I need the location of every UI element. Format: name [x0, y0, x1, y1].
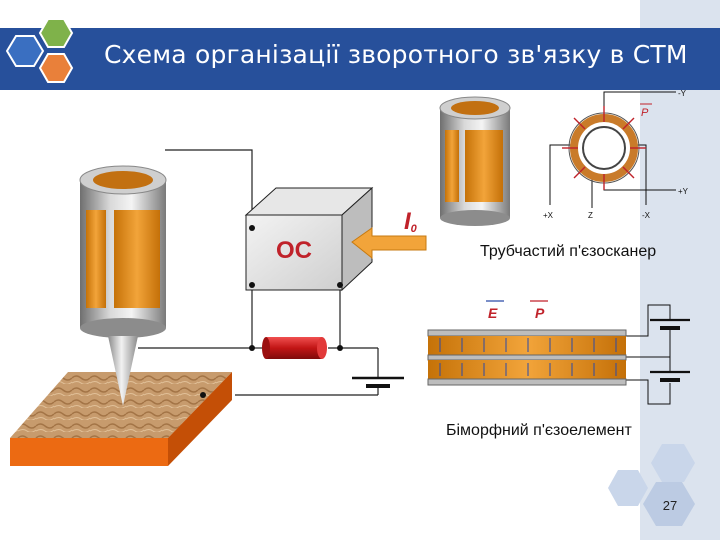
- feedback-box: ОС: [244, 186, 374, 292]
- current-label: I0: [404, 208, 418, 235]
- bimorph-element: E P: [427, 300, 690, 405]
- feedback-box-label: ОС: [276, 237, 312, 264]
- slide-title: Схема організації зворотного зв'язку в С…: [104, 40, 688, 69]
- tube-cross-section: -Y +Y +X Z -X P: [543, 89, 689, 220]
- axis-minus-x: -X: [642, 211, 651, 220]
- box-node-1: [249, 225, 255, 231]
- box-front-face: [245, 214, 343, 291]
- bimorph-field-arrows: [439, 338, 617, 376]
- polarization-label: P: [641, 107, 649, 119]
- sample-top: [10, 372, 232, 438]
- bimorph-middle-electrode: [427, 354, 627, 361]
- lead-plus-x: [549, 144, 572, 205]
- axis-plus-x: +X: [543, 211, 554, 220]
- box-node-2: [249, 282, 255, 288]
- tube-bottom-rim: [80, 318, 166, 338]
- resistor-right-cap: [317, 337, 327, 359]
- current-arrow: [351, 227, 427, 260]
- axis-z: Z: [588, 211, 593, 220]
- hex-decor-left: [608, 470, 648, 506]
- wire-node-2: [337, 345, 343, 351]
- polarization-arrows: [562, 106, 646, 190]
- page-number: 27: [662, 498, 678, 513]
- wire-node-1: [249, 345, 255, 351]
- tube-top-opening: [93, 171, 153, 189]
- sample-surface: [10, 372, 232, 466]
- field-label: E: [488, 305, 498, 321]
- small-tube-bottom: [440, 210, 510, 226]
- box-node-3: [337, 282, 343, 288]
- tube-scanner-caption: Трубчастий п'єзосканер: [480, 243, 657, 260]
- current-label-sub: 0: [411, 223, 418, 235]
- sample-front: [10, 438, 168, 466]
- bimorph-top-layer: [428, 336, 626, 355]
- hex-decor-top: [651, 444, 695, 482]
- hex-orange-shape: [38, 53, 74, 83]
- resistor-left-cap: [262, 337, 270, 359]
- title-bar: [0, 28, 720, 90]
- hex-decor-main: [643, 482, 695, 526]
- bimorph-bottom-layer: [428, 360, 626, 379]
- probe-tip: [108, 336, 138, 406]
- ring-inner: [582, 126, 626, 170]
- bimorph-polarization-label: P: [535, 305, 545, 321]
- axis-minus-y: -Y: [678, 89, 687, 98]
- hexagon-decor-bottom: [608, 444, 695, 526]
- small-tube-orange-right: [465, 130, 503, 202]
- wire-node-3: [200, 392, 206, 398]
- hexagon-logo: [6, 18, 74, 83]
- current-label-main: I: [404, 208, 412, 235]
- resistor: [262, 337, 327, 359]
- hex-green-shape: [38, 18, 74, 48]
- tube-orange-left: [86, 210, 106, 308]
- bimorph-top-electrode: [427, 329, 627, 337]
- lead-minus-y: [603, 91, 676, 118]
- bimorph-caption: Біморфний п'єзоелемент: [446, 422, 632, 439]
- resistor-body: [266, 337, 322, 359]
- main-piezo-tube: [79, 165, 167, 406]
- small-tube-orange-left: [445, 130, 459, 202]
- bimorph-bottom-electrode: [427, 378, 627, 386]
- axis-plus-y: +Y: [678, 187, 689, 196]
- sample-side: [168, 372, 232, 466]
- tube-orange-right: [114, 210, 160, 308]
- small-tube-opening: [451, 101, 499, 115]
- small-piezo-tube: [439, 96, 511, 226]
- hex-blue-shape: [6, 35, 45, 67]
- bimorph-wires: [626, 304, 671, 405]
